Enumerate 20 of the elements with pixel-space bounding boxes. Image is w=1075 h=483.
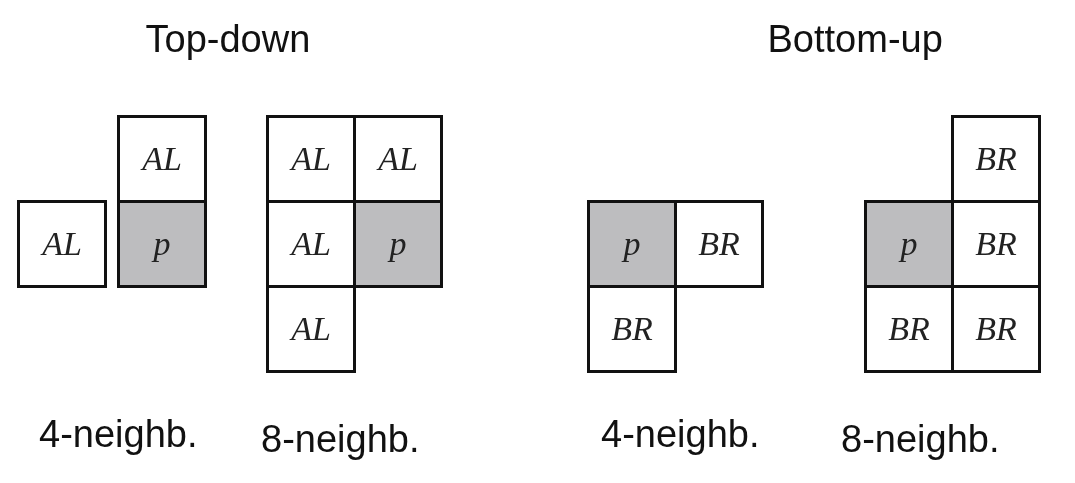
current-pixel-square: p bbox=[353, 200, 443, 288]
neighbor-pixel-square: BR bbox=[587, 285, 677, 373]
neighbor-pixel-square: AL bbox=[117, 115, 207, 203]
neighborhood-caption: 8-neighb. bbox=[841, 420, 1000, 458]
current-pixel-square: p bbox=[117, 200, 207, 288]
neighborhood-caption: 4-neighb. bbox=[39, 415, 198, 453]
neighbor-pixel-square: BR bbox=[951, 285, 1041, 373]
neighbor-pixel-square: AL bbox=[17, 200, 107, 288]
neighborhood-caption: 4-neighb. bbox=[601, 415, 760, 453]
neighbor-pixel-square: AL bbox=[266, 285, 356, 373]
neighbor-pixel-square: BR bbox=[864, 285, 954, 373]
neighbor-pixel-square: AL bbox=[266, 115, 356, 203]
current-pixel-square: p bbox=[587, 200, 677, 288]
current-pixel-square: p bbox=[864, 200, 954, 288]
neighbor-pixel-square: BR bbox=[674, 200, 764, 288]
section-heading: Top-down bbox=[145, 20, 311, 58]
neighbor-pixel-square: AL bbox=[353, 115, 443, 203]
section-heading: Bottom-up bbox=[767, 20, 943, 58]
neighborhood-caption: 8-neighb. bbox=[261, 420, 420, 458]
neighbor-pixel-square: BR bbox=[951, 115, 1041, 203]
